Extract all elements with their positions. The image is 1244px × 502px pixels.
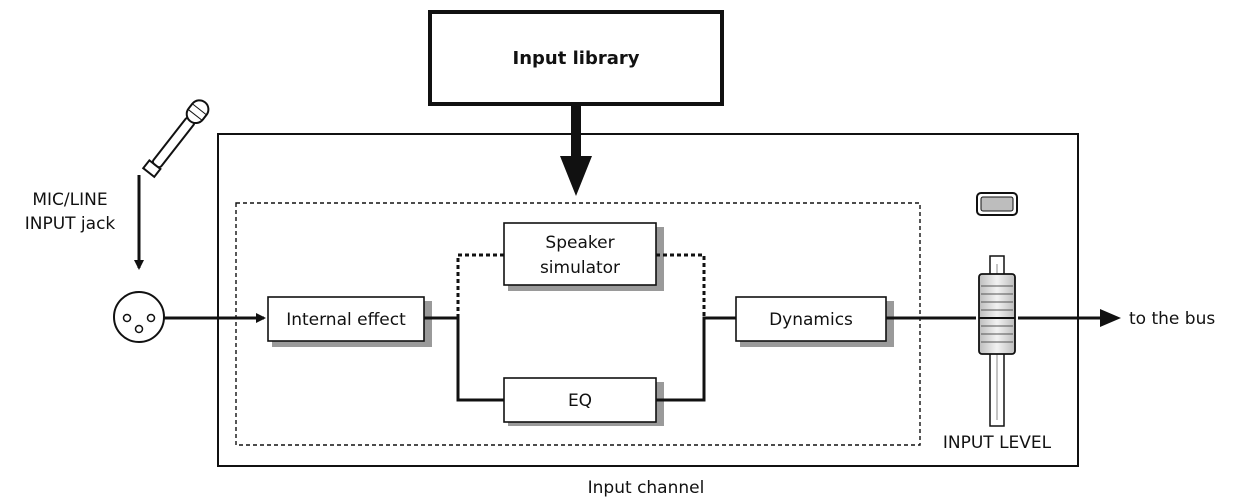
input-level-fader: [978, 255, 1016, 427]
to-the-bus-label: to the bus: [1129, 309, 1215, 329]
input-library-label: Input library: [513, 48, 640, 69]
microphone-icon: [141, 99, 210, 179]
xlr-jack-icon: [113, 291, 165, 343]
speaker-simulator-label-line1: Speaker: [545, 233, 614, 253]
bus-arrowhead: [1100, 309, 1121, 327]
mic-jack-label-line1: MIC/LINE: [32, 190, 107, 210]
internal-effect-block: Internal effect: [267, 296, 432, 347]
library-to-channel-arrow: [560, 106, 592, 196]
eq-output-wire: [656, 316, 736, 402]
input-channel-label: Input channel: [588, 478, 705, 498]
speaker-output-wire: [656, 253, 706, 318]
mic-jack-label-line2: INPUT jack: [25, 214, 116, 234]
eq-block: EQ: [503, 377, 664, 426]
eq-input-wire: [456, 318, 504, 402]
processing-area: [235, 202, 921, 446]
eq-label: EQ: [568, 391, 592, 411]
internal-effect-label: Internal effect: [286, 310, 406, 330]
input-library-box: Input library: [428, 10, 724, 106]
speaker-simulator-label-line2: simulator: [540, 258, 620, 278]
input-channel-box: [217, 133, 1079, 467]
speaker-input-wire: [456, 253, 504, 318]
input-level-label: INPUT LEVEL: [943, 433, 1052, 453]
dynamics-block: Dynamics: [735, 296, 894, 347]
speaker-simulator-block: Speaker simulator: [503, 222, 664, 291]
indicator-led-icon: [976, 192, 1018, 216]
dynamics-label: Dynamics: [769, 310, 853, 330]
